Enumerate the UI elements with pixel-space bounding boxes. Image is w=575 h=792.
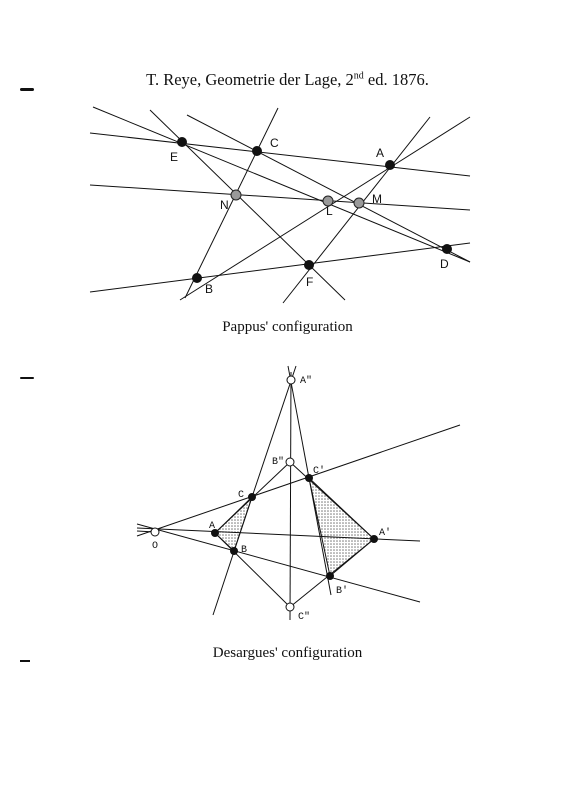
point-B bbox=[192, 273, 202, 283]
line-CB bbox=[184, 107, 279, 299]
line-AB bbox=[179, 116, 471, 301]
label-C1: C′ bbox=[313, 465, 325, 477]
line-BFD bbox=[89, 242, 471, 293]
line-A2-A1C1 bbox=[287, 365, 310, 479]
axis-line bbox=[289, 371, 292, 621]
label-C: C bbox=[238, 490, 244, 501]
pappus-points bbox=[177, 137, 452, 283]
triangle-A1B1C1 bbox=[308, 476, 375, 577]
label-A2: A″ bbox=[300, 375, 312, 387]
point-B1 bbox=[326, 572, 334, 580]
ray-O-C bbox=[136, 424, 461, 537]
label-B: B bbox=[241, 545, 247, 556]
label-B: B bbox=[205, 282, 213, 296]
scan-mark-top bbox=[20, 88, 34, 91]
point-C bbox=[248, 493, 256, 501]
label-E: E bbox=[170, 150, 178, 164]
desargues-labels: A″ B″ C′ C A A′ O B B′ C″ bbox=[152, 375, 391, 623]
label-C2: C″ bbox=[298, 611, 310, 623]
pappus-labels: E C A N L M D B F bbox=[170, 136, 449, 296]
point-A bbox=[211, 529, 219, 537]
page-header: T. Reye, Geometrie der Lage, 2nd ed. 187… bbox=[146, 70, 429, 89]
line-C2-A bbox=[214, 532, 291, 608]
point-B bbox=[230, 547, 238, 555]
point-A1 bbox=[370, 535, 378, 543]
line-B2-C1 bbox=[289, 461, 375, 540]
point-A bbox=[385, 160, 395, 170]
desargues-points bbox=[150, 375, 378, 612]
line-AF bbox=[282, 116, 431, 304]
point-N bbox=[230, 189, 242, 201]
label-D: D bbox=[440, 257, 449, 271]
scan-mark-bottom bbox=[20, 660, 30, 662]
label-B2: B″ bbox=[272, 456, 284, 468]
line-ECA bbox=[89, 132, 471, 177]
point-D bbox=[442, 244, 452, 254]
point-B2 bbox=[285, 457, 295, 467]
point-O bbox=[150, 527, 160, 537]
point-F bbox=[304, 260, 314, 270]
point-L bbox=[322, 195, 334, 207]
label-A: A bbox=[209, 521, 215, 532]
ray-O-B bbox=[136, 523, 421, 603]
line-A2-AC bbox=[251, 365, 297, 498]
point-C1 bbox=[305, 474, 313, 482]
label-F: F bbox=[306, 275, 313, 289]
pappus-caption: Pappus' configuration bbox=[222, 319, 353, 335]
desargues-caption: Desargues' configuration bbox=[212, 645, 363, 661]
point-A2 bbox=[286, 375, 296, 385]
scan-mark-middle bbox=[20, 377, 34, 379]
point-E bbox=[177, 137, 187, 147]
line-CD bbox=[186, 114, 471, 263]
point-C2 bbox=[285, 602, 295, 612]
point-C bbox=[252, 146, 262, 156]
point-M bbox=[353, 197, 365, 209]
line-ED bbox=[92, 106, 471, 263]
label-A: A bbox=[376, 146, 384, 160]
line-NLM bbox=[89, 184, 471, 211]
line-A2-AC-ext bbox=[212, 496, 253, 616]
label-M: M bbox=[372, 192, 382, 206]
triangle-ABC bbox=[214, 496, 253, 552]
label-L: L bbox=[326, 204, 333, 218]
label-B1: B′ bbox=[336, 585, 348, 597]
desargues-lines bbox=[136, 365, 461, 621]
label-N: N bbox=[220, 198, 229, 212]
label-C: C bbox=[270, 136, 279, 150]
label-O: O bbox=[152, 541, 158, 552]
label-A1: A′ bbox=[379, 527, 391, 539]
